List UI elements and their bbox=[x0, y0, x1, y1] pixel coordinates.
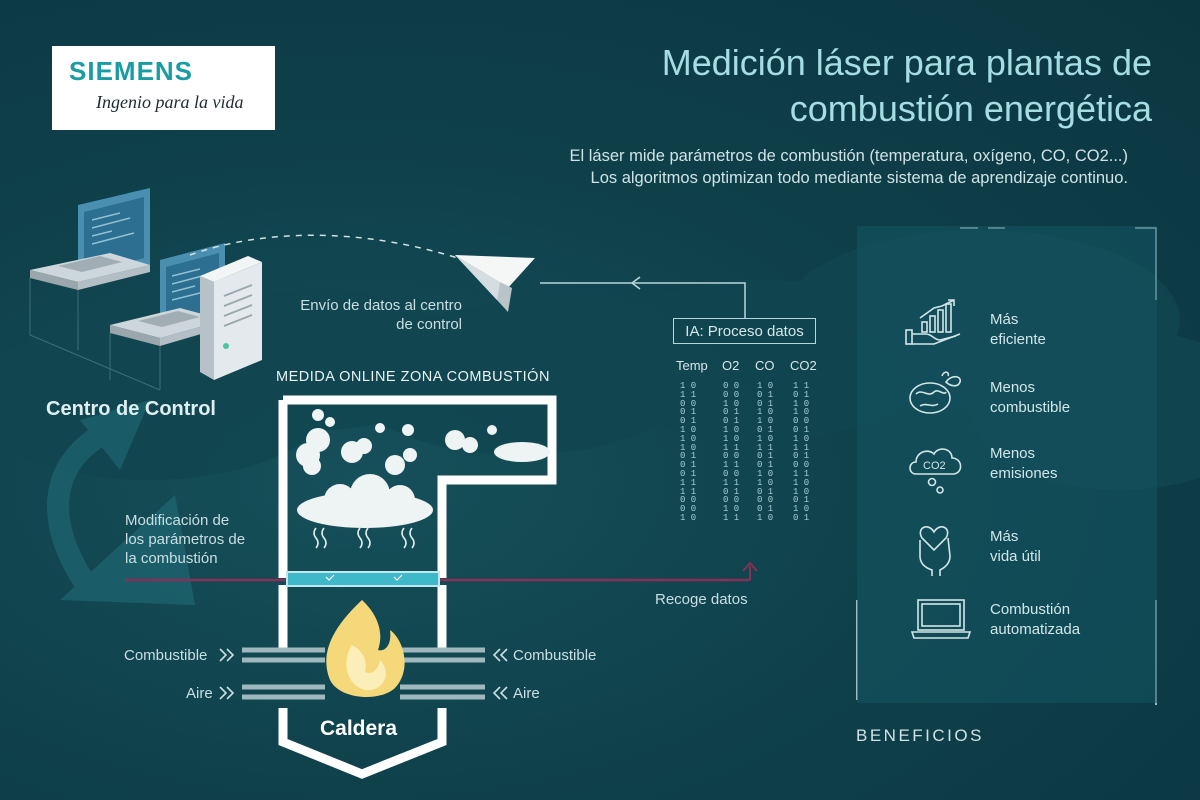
col-o2: O2 bbox=[722, 358, 740, 373]
fuel-right-label: Combustible bbox=[513, 647, 597, 664]
benefit-1-line-1: Más bbox=[990, 311, 1019, 328]
benefit-3: Menos emisiones bbox=[990, 444, 1058, 484]
laptop-1 bbox=[30, 188, 150, 290]
growth-chart-icon bbox=[904, 298, 966, 355]
benefit-5: Combustión automatizada bbox=[990, 600, 1080, 640]
paper-plane-icon bbox=[455, 255, 535, 312]
control-center-label: Centro de Control bbox=[46, 398, 216, 420]
benefit-5-line-2: automatizada bbox=[990, 621, 1081, 638]
ia-process-box: IA: Proceso datos bbox=[673, 318, 816, 344]
laptop-icon bbox=[910, 596, 972, 649]
globe-icon bbox=[906, 368, 968, 425]
benefits-panel bbox=[857, 226, 1157, 703]
modificacion-line-3: la combustión bbox=[125, 550, 218, 567]
medida-label: MEDIDA ONLINE ZONA COMBUSTIÓN bbox=[276, 369, 550, 385]
dashed-data-path bbox=[189, 234, 471, 263]
server-tower bbox=[200, 256, 262, 380]
bits-o2: 0 0 0 0 1 0 0 1 0 1 1 0 1 0 1 1 0 0 1 1 … bbox=[723, 381, 740, 523]
smoke-clouds bbox=[296, 409, 550, 528]
cycle-arrow bbox=[47, 400, 195, 605]
heat-waves bbox=[313, 527, 415, 549]
heart-hand-icon bbox=[912, 516, 968, 583]
modificacion-label: Modificación de los parámetros de la com… bbox=[125, 511, 245, 568]
send-data-label: Envío de datos al centro de control bbox=[290, 296, 462, 334]
benefit-4-line-2: vida útil bbox=[990, 548, 1041, 565]
benefit-3-line-2: emisiones bbox=[990, 465, 1058, 482]
benefit-2-line-1: Menos bbox=[990, 379, 1036, 396]
boiler bbox=[278, 395, 557, 779]
siemens-logo: SIEMENS Ingenio para la vida bbox=[52, 46, 275, 130]
col-temp: Temp bbox=[676, 358, 708, 373]
svg-text:CO2: CO2 bbox=[923, 460, 946, 472]
pipes bbox=[242, 647, 485, 700]
logo-tagline: Ingenio para la vida bbox=[96, 92, 244, 112]
air-left-label: Aire bbox=[186, 685, 213, 702]
title-line-1: Medición láser para plantas de bbox=[661, 42, 1152, 83]
benefit-1: Más eficiente bbox=[990, 310, 1046, 350]
logo-brand: SIEMENS bbox=[69, 56, 194, 86]
fuel-left-label: Combustible bbox=[124, 647, 208, 664]
title-line-2: combustión energética bbox=[789, 88, 1152, 129]
subtitle-line-2: Los algoritmos optimizan todo mediante s… bbox=[590, 169, 1128, 187]
flow-chevrons bbox=[219, 648, 508, 700]
benefit-5-line-1: Combustión bbox=[990, 601, 1071, 618]
page-title: Medición láser para plantas de combustió… bbox=[512, 40, 1152, 132]
benefit-1-line-2: eficiente bbox=[990, 331, 1046, 348]
col-co2: CO2 bbox=[790, 358, 817, 373]
subtitle-line-1: El láser mide parámetros de combustión (… bbox=[569, 147, 1129, 165]
benefit-2-line-2: combustible bbox=[990, 399, 1071, 416]
laser-sensor bbox=[286, 571, 440, 587]
recoge-datos-label: Recoge datos bbox=[655, 591, 748, 608]
bits-co: 1 0 0 1 0 1 1 0 1 0 0 1 1 0 1 1 0 1 0 1 … bbox=[757, 381, 774, 523]
send-data-line-1: Envío de datos al centro bbox=[300, 297, 462, 314]
modificacion-line-2: los parámetros de bbox=[125, 531, 246, 548]
flame-icon bbox=[326, 600, 405, 698]
air-right-label: Aire bbox=[513, 685, 540, 702]
benefit-2: Menos combustible bbox=[990, 378, 1070, 418]
caldera-label: Caldera bbox=[320, 717, 398, 740]
benefit-4-line-1: Más bbox=[990, 528, 1019, 545]
modificacion-line-1: Modificación de bbox=[125, 512, 230, 529]
bits-temp: 1 0 1 1 0 0 0 1 0 1 1 0 1 0 1 0 0 1 0 1 … bbox=[680, 381, 697, 523]
benefit-3-line-1: Menos bbox=[990, 445, 1036, 462]
subtitle: El láser mide parámetros de combustión (… bbox=[448, 145, 1129, 189]
benefit-4: Más vida útil bbox=[990, 527, 1041, 567]
benefits-title: BENEFICIOS bbox=[856, 726, 984, 745]
col-co: CO bbox=[755, 358, 775, 373]
co2-cloud-icon: CO2 bbox=[906, 440, 968, 505]
send-data-line-2: de control bbox=[396, 316, 462, 333]
bits-co2: 1 1 0 1 1 0 1 0 0 0 0 1 1 0 1 1 0 1 0 0 … bbox=[793, 381, 810, 523]
